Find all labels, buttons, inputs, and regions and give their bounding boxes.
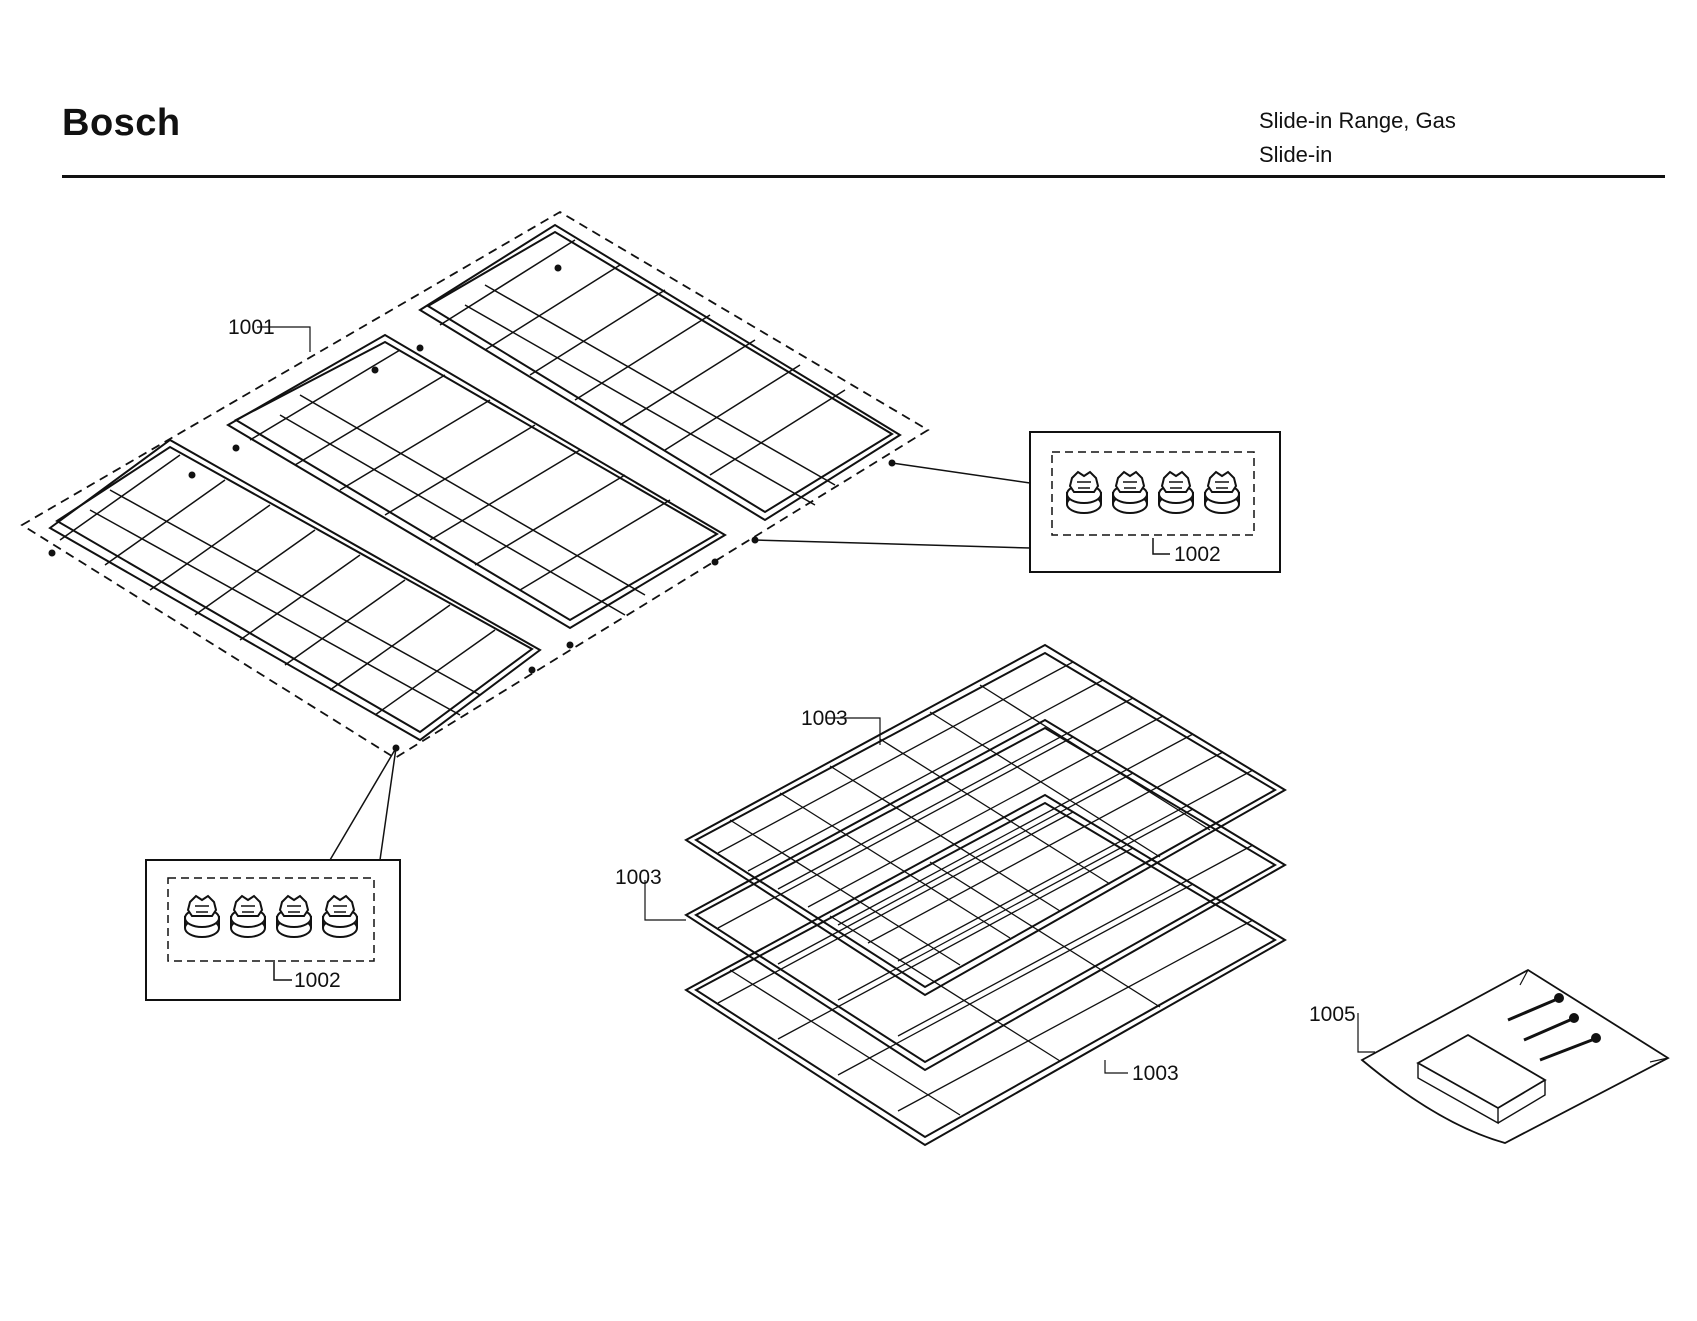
- hardware-kit-bag: [1357, 968, 1670, 1144]
- callout-1002-left: 1002: [294, 969, 341, 992]
- product-description: Slide-in Range, Gas Slide-in: [1259, 104, 1456, 172]
- bumper-detail-right: [754, 431, 1281, 573]
- product-line-1: Slide-in Range, Gas: [1259, 108, 1456, 133]
- oven-rack-top: [684, 643, 1287, 997]
- grate-middle: [226, 333, 727, 630]
- callout-1003-bottom: 1003: [1132, 1062, 1179, 1085]
- oven-rack-bottom: [684, 793, 1287, 1147]
- callout-1001: 1001: [228, 316, 275, 339]
- callout-1002-right: 1002: [1174, 543, 1221, 566]
- oven-racks: [644, 643, 1287, 1147]
- callout-1005: 1005: [1309, 1003, 1356, 1026]
- callout-1003-top: 1003: [801, 707, 848, 730]
- cooktop-grates: [20, 210, 930, 760]
- callout-1003-middle: 1003: [615, 866, 662, 889]
- grate-bumper-dots: [48, 264, 896, 752]
- brand-title: Bosch: [62, 102, 181, 144]
- grate-rear: [418, 223, 902, 522]
- oven-rack-middle: [684, 718, 1287, 1072]
- bumper-detail-left: [145, 747, 401, 1001]
- grate-front: [48, 438, 542, 742]
- header-rule: [62, 175, 1665, 178]
- product-line-2: Slide-in: [1259, 142, 1333, 167]
